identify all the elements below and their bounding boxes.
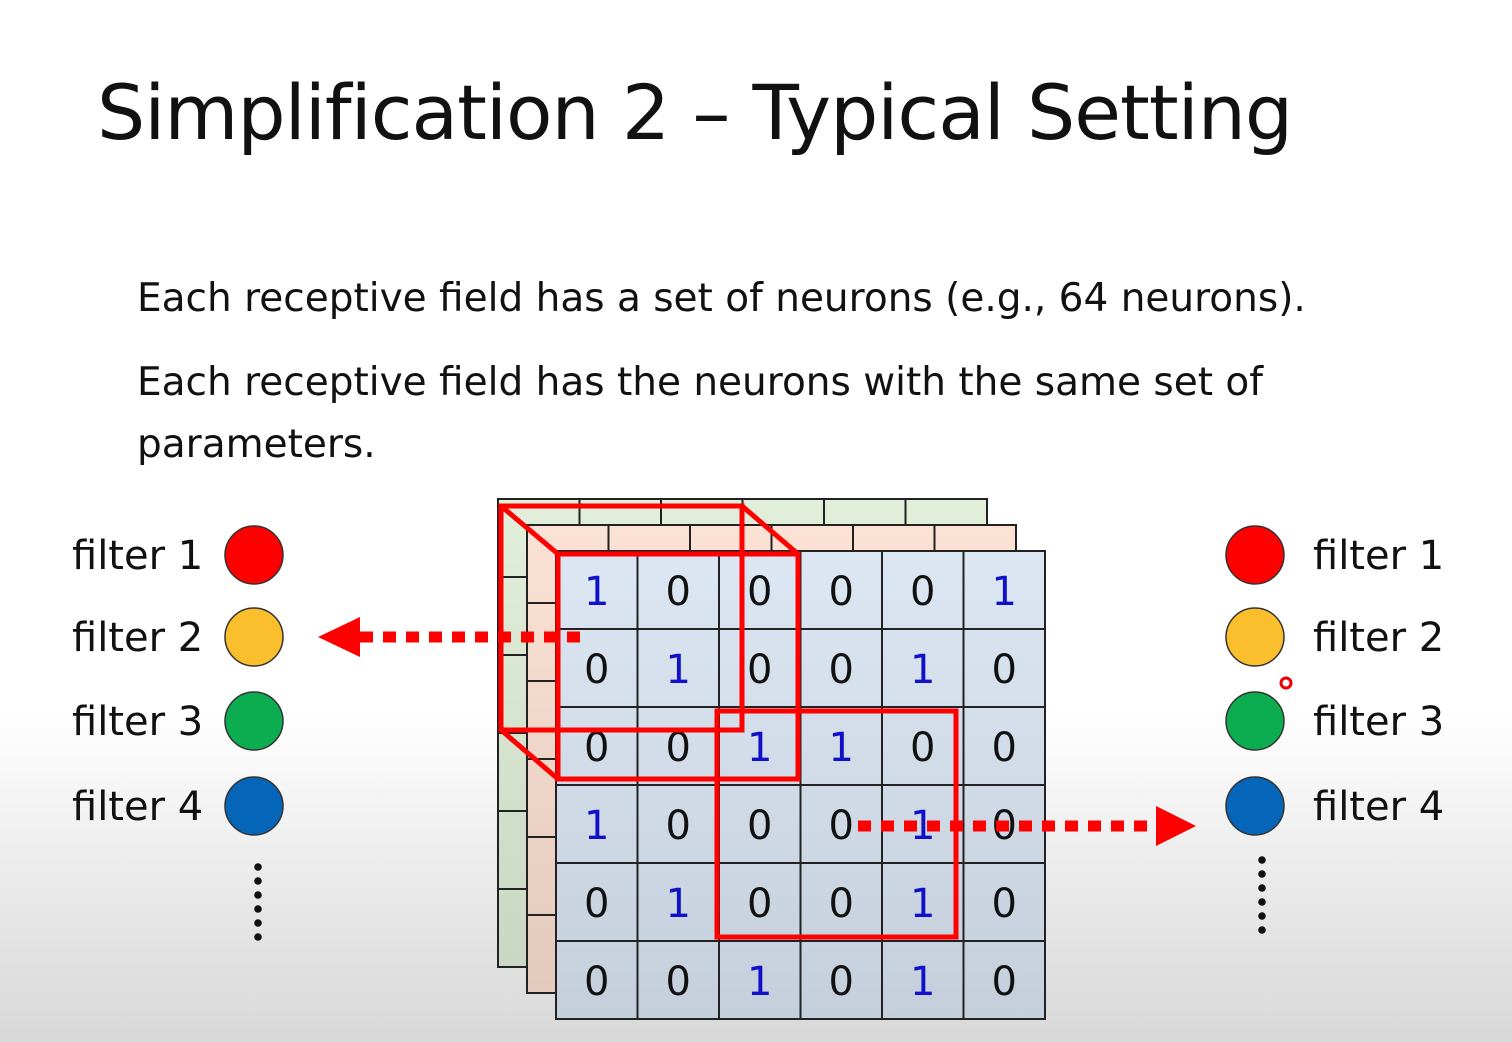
filter-2-right-circle-icon	[1225, 607, 1285, 667]
bullet-text-1: Each receptive field has a set of neuron…	[137, 276, 1306, 321]
filter-3-left-label: filter 3	[72, 699, 203, 745]
ellipsis-dot-left	[254, 863, 262, 871]
ellipsis-dot-left	[254, 933, 262, 941]
matrix-cell-value: 0	[992, 647, 1017, 693]
matrix-cell-value: 1	[910, 647, 935, 693]
ellipsis-dot-right	[1258, 912, 1266, 920]
matrix-cell-value: 0	[584, 725, 609, 771]
matrix-cell-value: 0	[829, 647, 854, 693]
matrix-cell-value: 0	[992, 959, 1017, 1005]
ellipsis-dot-left	[254, 905, 262, 913]
bullet-text-2: Each receptive field has the neurons wit…	[137, 360, 1263, 405]
filter-2-left-label: filter 2	[72, 615, 203, 661]
filter-4-left-label: filter 4	[72, 784, 203, 830]
matrix-cell-value: 1	[992, 569, 1017, 615]
filter-3-right-label: filter 3	[1313, 699, 1444, 745]
receptive-field-back-face	[498, 503, 745, 733]
matrix-cell-value: 0	[829, 881, 854, 927]
laser-pointer-icon	[1279, 676, 1293, 690]
arrowhead-left-icon	[318, 617, 360, 657]
ellipsis-dot-right	[1258, 898, 1266, 906]
matrix-cell-value: 0	[992, 881, 1017, 927]
matrix-cell-value: 1	[747, 725, 772, 771]
matrix-cell-value: 1	[747, 959, 772, 1005]
matrix-cell-value: 0	[666, 959, 691, 1005]
matrix-cell-value: 1	[666, 647, 691, 693]
matrix-cell-value: 1	[910, 959, 935, 1005]
filter-4-right-label: filter 4	[1313, 784, 1444, 830]
matrix-cell-value: 0	[992, 725, 1017, 771]
filter-1-left-label: filter 1	[72, 533, 203, 579]
matrix-cell-value: 1	[584, 569, 609, 615]
arrowhead-right-icon	[1156, 806, 1196, 846]
matrix-cell-value: 0	[584, 881, 609, 927]
ellipsis-dot-right	[1258, 870, 1266, 878]
filter-1-right-circle-icon	[1225, 525, 1285, 585]
matrix-cell-value: 0	[666, 569, 691, 615]
channel-front: 100001010010001100100010010010001010	[555, 550, 1046, 1020]
slide-title: Simplification 2 – Typical Setting	[97, 68, 1293, 157]
ellipsis-dot-right	[1258, 884, 1266, 892]
ellipsis-dot-right	[1258, 856, 1266, 864]
matrix-cell-value: 0	[747, 881, 772, 927]
ellipsis-dot-right	[1258, 926, 1266, 934]
matrix-cell-value: 0	[584, 647, 609, 693]
matrix-cell-value: 1	[584, 803, 609, 849]
matrix-cell-value: 0	[666, 725, 691, 771]
matrix-cell-value: 0	[747, 569, 772, 615]
filter-1-left-circle-icon	[224, 525, 284, 585]
matrix-cell-value: 0	[829, 803, 854, 849]
filter-2-left-circle-icon	[224, 607, 284, 667]
cube-edge	[740, 504, 800, 556]
matrix-cell-value: 0	[829, 569, 854, 615]
matrix-cell-value: 0	[829, 959, 854, 1005]
filter-4-right-circle-icon	[1225, 776, 1285, 836]
matrix-cell-value: 1	[910, 881, 935, 927]
matrix-cell-value: 0	[910, 569, 935, 615]
filter-4-left-circle-icon	[224, 776, 284, 836]
ellipsis-dot-left	[254, 891, 262, 899]
cube-edge	[499, 504, 560, 556]
matrix-cell-value: 1	[829, 725, 854, 771]
receptive-field-front-face	[555, 551, 801, 782]
receptive-field-cube	[498, 503, 801, 782]
matrix-cell-value: 1	[666, 881, 691, 927]
filter-3-left-circle-icon	[224, 691, 284, 751]
cube-edge	[499, 728, 560, 781]
ellipsis-dot-left	[254, 919, 262, 927]
matrix-cell-value: 0	[584, 959, 609, 1005]
ellipsis-dot-left	[254, 877, 262, 885]
matrix-cell-value: 0	[666, 803, 691, 849]
matrix-cell-value: 0	[910, 725, 935, 771]
matrix-cell-value: 0	[747, 803, 772, 849]
bullet-text-3: parameters.	[137, 422, 376, 467]
filter-1-right-label: filter 1	[1313, 533, 1444, 579]
matrix-cell-value: 0	[747, 647, 772, 693]
filter-3-right-circle-icon	[1225, 691, 1285, 751]
filter-2-right-label: filter 2	[1313, 615, 1444, 661]
